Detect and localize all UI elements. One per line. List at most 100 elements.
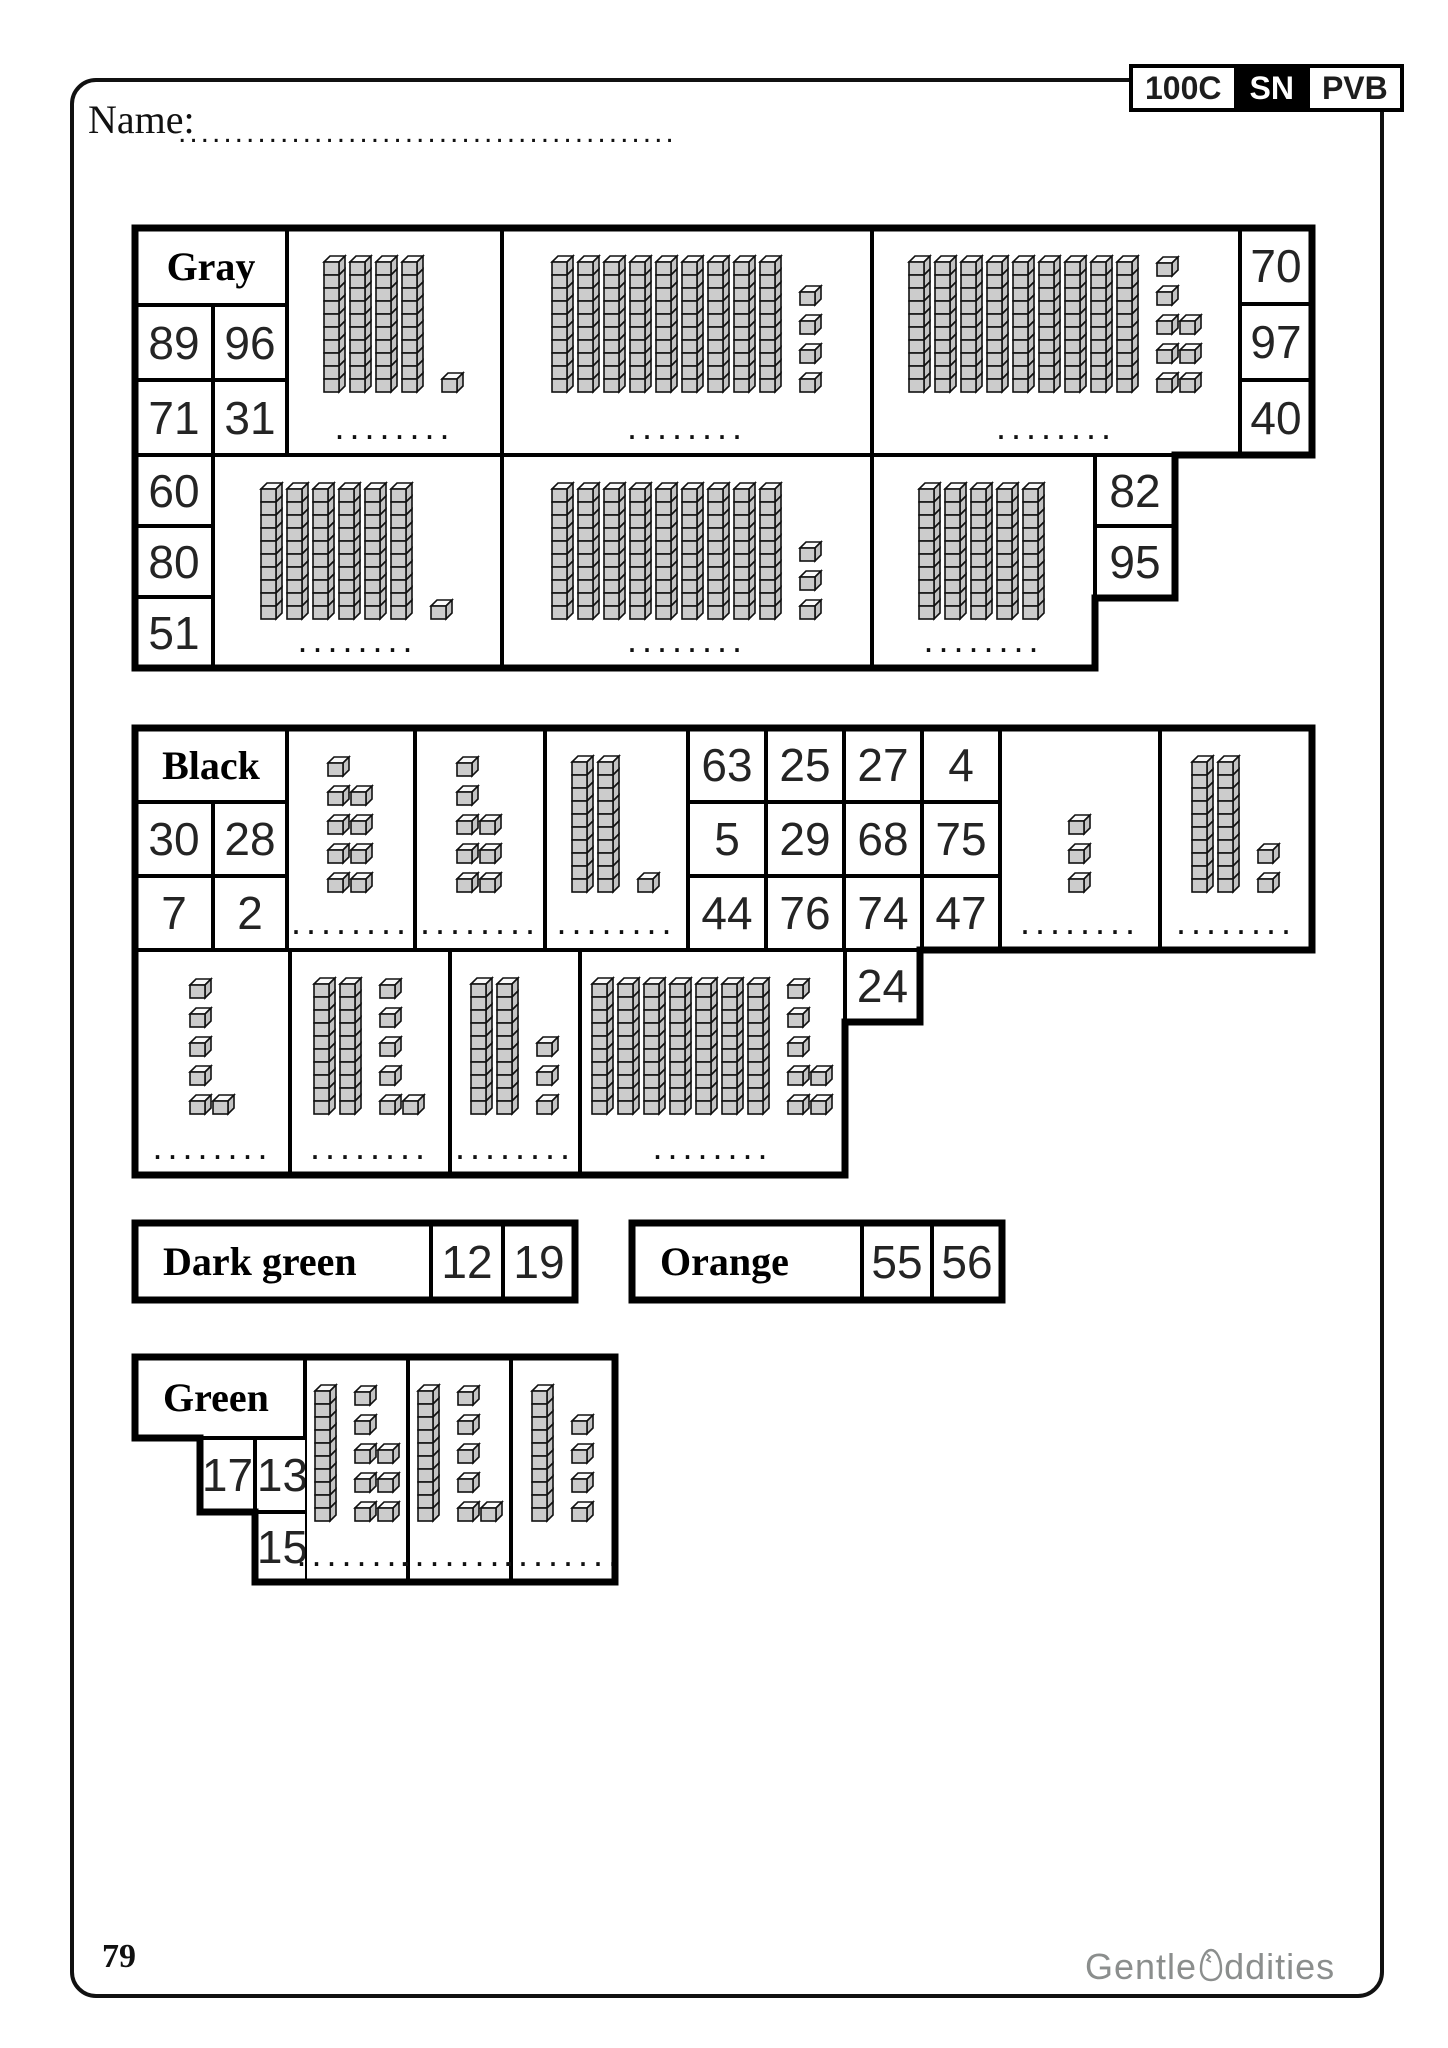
answer-line[interactable]: ........: [626, 406, 748, 447]
table-label-black: Black: [135, 728, 287, 802]
number-option: 47: [922, 876, 1000, 950]
answer-line[interactable]: ........: [152, 1126, 273, 1167]
blocks-cell: ........: [502, 228, 872, 455]
number-option: 24: [845, 950, 920, 1022]
base-ten-blocks: [313, 1383, 401, 1523]
answer-line[interactable]: ........: [454, 1126, 576, 1167]
number-option: 12: [431, 1223, 503, 1300]
number-option: 29: [766, 802, 844, 876]
number-option: 19: [503, 1223, 575, 1300]
page-number: 79: [102, 1938, 136, 1975]
number-option: 55: [862, 1223, 932, 1300]
base-ten-blocks: [259, 481, 454, 621]
table-label-orange: Orange: [632, 1223, 862, 1300]
number-option: 5: [688, 802, 766, 876]
answer-line[interactable]: ........: [309, 1126, 431, 1167]
answer-line[interactable]: ........: [334, 406, 455, 447]
number-option: 75: [922, 802, 1000, 876]
blocks-cell: ........: [503, 1357, 618, 1582]
base-ten-blocks: [570, 754, 661, 894]
base-ten-blocks: [326, 755, 374, 894]
base-ten-blocks: [907, 254, 1203, 394]
base-ten-blocks: [188, 977, 236, 1116]
number-option: 60: [135, 455, 213, 526]
base-ten-blocks: [416, 1383, 504, 1523]
number-option: 17: [200, 1438, 255, 1512]
blocks-cell: ........: [290, 950, 450, 1175]
base-ten-blocks: [469, 976, 560, 1116]
blocks-cell: ........: [545, 728, 688, 950]
answer-line[interactable]: ........: [1019, 901, 1141, 942]
base-ten-blocks: [1067, 813, 1092, 894]
number-option: 97: [1240, 304, 1312, 380]
number-option: 2: [213, 876, 287, 950]
answer-line[interactable]: ........: [502, 1533, 624, 1574]
badge-sn: SN: [1233, 64, 1310, 112]
number-option: 76: [766, 876, 844, 950]
table-label-gray: Gray: [135, 228, 287, 305]
answer-line[interactable]: ........: [995, 406, 1117, 447]
answer-line[interactable]: ........: [290, 901, 412, 942]
base-ten-blocks: [530, 1383, 595, 1523]
answer-line[interactable]: ........: [923, 619, 1044, 660]
blocks-cell: ........: [1000, 728, 1160, 950]
answer-line[interactable]: ........: [399, 1533, 520, 1574]
name-input-line[interactable]: ........................................…: [178, 118, 678, 148]
badge-pvb: PVB: [1305, 64, 1404, 112]
blocks-cell: ........: [872, 228, 1240, 455]
base-ten-blocks: [550, 254, 823, 394]
answer-line[interactable]: ........: [626, 619, 748, 660]
number-option: 51: [135, 597, 213, 668]
number-option: 56: [932, 1223, 1002, 1300]
blocks-cell: ........: [580, 950, 845, 1175]
blocks-cell: ........: [502, 455, 872, 668]
base-ten-blocks: [455, 755, 503, 894]
number-option: 31: [213, 380, 287, 455]
number-option: 71: [135, 380, 213, 455]
table-label-green: Green: [135, 1357, 305, 1438]
answer-line[interactable]: ........: [297, 619, 418, 660]
badge-100c: 100C: [1129, 64, 1238, 112]
number-option: 27: [844, 728, 922, 802]
number-option: 28: [213, 802, 287, 876]
number-option: 44: [688, 876, 766, 950]
base-ten-blocks: [312, 976, 426, 1116]
number-option: 7: [135, 876, 213, 950]
blocks-cell: ........: [213, 455, 502, 668]
answer-line[interactable]: ........: [1175, 901, 1297, 942]
number-option: 25: [766, 728, 844, 802]
base-ten-blocks: [550, 481, 823, 621]
blocks-cell: ........: [415, 728, 545, 950]
blocks-cell: ........: [287, 728, 415, 950]
blocks-cell: ........: [287, 228, 502, 455]
number-option: 40: [1240, 380, 1312, 455]
base-ten-blocks: [322, 254, 465, 394]
answer-line[interactable]: ........: [556, 901, 677, 942]
number-option: 68: [844, 802, 922, 876]
blocks-cell: ........: [450, 950, 580, 1175]
table-label-darkgreen: Dark green: [135, 1223, 431, 1300]
name-label: Name:: [88, 97, 195, 142]
number-option: 80: [135, 526, 213, 597]
egg-icon: [1199, 1948, 1223, 1982]
number-option: 4: [922, 728, 1000, 802]
page-border: [70, 78, 1384, 1998]
base-ten-blocks: [917, 481, 1046, 621]
number-option: 63: [688, 728, 766, 802]
base-ten-blocks: [1190, 754, 1281, 894]
answer-line[interactable]: ........: [419, 901, 541, 942]
number-option: 89: [135, 305, 213, 380]
number-option: 96: [213, 305, 287, 380]
answer-line[interactable]: ........: [652, 1126, 773, 1167]
blocks-cell: ........: [296, 1357, 412, 1582]
blocks-cell: ........: [399, 1357, 515, 1582]
blocks-cell: ........: [135, 950, 290, 1175]
number-option: 95: [1095, 526, 1175, 598]
number-option: 30: [135, 802, 213, 876]
number-option: 13: [255, 1438, 310, 1512]
brand-text-prefix: Gentle: [1085, 1946, 1198, 1987]
